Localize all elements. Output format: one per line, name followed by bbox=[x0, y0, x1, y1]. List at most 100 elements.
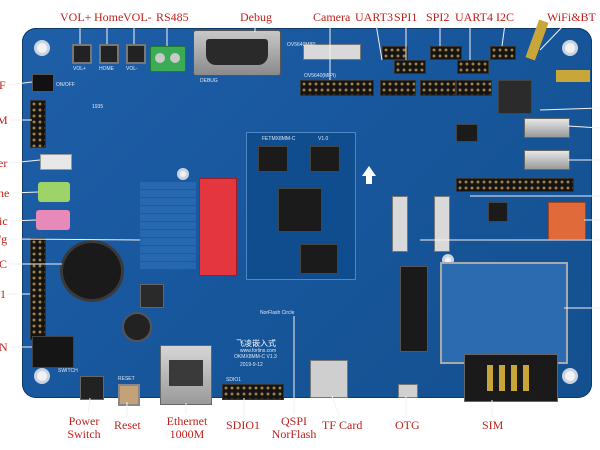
left-long-header[interactable] bbox=[30, 238, 46, 340]
debug-db9-connector[interactable] bbox=[193, 30, 281, 76]
sdio1-header[interactable] bbox=[222, 384, 284, 400]
label-left-ne: ne bbox=[0, 186, 10, 200]
usb-port-1[interactable] bbox=[524, 118, 570, 138]
right-long-header[interactable] bbox=[456, 178, 574, 192]
silk-board-date: 2019-9-12 bbox=[240, 362, 263, 368]
mount-hole-bl bbox=[34, 368, 50, 384]
silk-reset: RESET bbox=[118, 376, 135, 382]
ethernet-port[interactable] bbox=[160, 345, 212, 405]
label-power-switch-line1: Power bbox=[68, 414, 100, 428]
dip-switch[interactable] bbox=[199, 178, 237, 276]
silk-onoff: ON/OFF bbox=[56, 82, 75, 88]
inductor-2 bbox=[140, 284, 164, 308]
ann-line-tf bbox=[331, 395, 341, 419]
label-left-m: M bbox=[0, 113, 8, 127]
silk-num: 1935 bbox=[92, 104, 104, 110]
label-uart3: UART3 bbox=[355, 10, 393, 24]
mount-hole-br bbox=[562, 368, 578, 384]
label-spi1: SPI1 bbox=[394, 10, 418, 24]
sim-slot[interactable] bbox=[464, 354, 558, 402]
otg-port[interactable] bbox=[398, 384, 418, 398]
rs485-terminal[interactable] bbox=[150, 46, 186, 72]
mic-jack[interactable] bbox=[36, 210, 70, 230]
home-button[interactable] bbox=[99, 44, 119, 64]
rtc-battery bbox=[60, 240, 124, 302]
label-power-switch: Power Switch bbox=[64, 415, 104, 441]
spi1-header[interactable] bbox=[394, 60, 426, 74]
minipcie-socket[interactable] bbox=[440, 262, 568, 364]
silk-ov5640: OV5640MIPI bbox=[287, 42, 316, 48]
chip-right-1 bbox=[456, 124, 478, 142]
ram-chip-2 bbox=[310, 146, 340, 172]
label-vol-minus: VOL- bbox=[123, 10, 152, 24]
power-onoff-switch[interactable] bbox=[32, 74, 54, 92]
extra-header-2[interactable] bbox=[420, 80, 456, 96]
silk-vol-minus: VOL- bbox=[126, 66, 138, 72]
label-rs485: RS485 bbox=[156, 10, 189, 24]
label-spi2: SPI2 bbox=[426, 10, 450, 24]
uart3-header[interactable] bbox=[382, 46, 408, 60]
ann-line-power bbox=[87, 397, 91, 415]
sim-contacts bbox=[487, 365, 531, 391]
label-wifi-bt: WiFi&BT bbox=[547, 10, 596, 24]
label-tf-card: TF Card bbox=[322, 418, 363, 432]
label-qspi-line2: NorFlash bbox=[271, 427, 317, 441]
camera-connector[interactable] bbox=[303, 44, 361, 60]
speaker-connector[interactable] bbox=[40, 154, 72, 170]
headphone-jack[interactable] bbox=[38, 182, 70, 202]
silk-board-model: OKMX8MM-C V1.3 bbox=[234, 354, 277, 360]
label-otg: OTG bbox=[395, 418, 420, 432]
silk-sdio: SDIO1 bbox=[226, 377, 242, 383]
label-sdio1: SDIO1 bbox=[226, 418, 261, 432]
ram-chip-1 bbox=[258, 146, 288, 172]
spi2-header[interactable] bbox=[430, 46, 462, 60]
label-left-n: N bbox=[0, 340, 8, 354]
soc-chip bbox=[278, 188, 322, 232]
camera-header[interactable] bbox=[300, 80, 374, 96]
silk-switch: SWITCH bbox=[58, 368, 78, 374]
label-left-er: er bbox=[0, 156, 8, 170]
mount-hole-tr bbox=[562, 40, 578, 56]
label-camera: Camera bbox=[313, 10, 351, 24]
vol-plus-button[interactable] bbox=[72, 44, 92, 64]
chip-right-2 bbox=[488, 202, 508, 222]
up-arrow-stem bbox=[366, 176, 372, 184]
label-uart4: UART4 bbox=[455, 10, 493, 24]
vol-minus-button[interactable] bbox=[126, 44, 146, 64]
left-header-m[interactable] bbox=[30, 100, 46, 148]
extra-header-1[interactable] bbox=[380, 80, 416, 96]
minipcie-slot[interactable] bbox=[400, 266, 428, 352]
label-power-switch-line2: Switch bbox=[67, 427, 101, 441]
ethernet-socket bbox=[169, 360, 203, 386]
label-home: Home bbox=[94, 10, 124, 24]
silk-debug: DEBUG bbox=[200, 78, 218, 84]
uart4-header[interactable] bbox=[457, 60, 489, 74]
usb-port-2[interactable] bbox=[524, 150, 570, 170]
reset-button[interactable] bbox=[118, 384, 140, 406]
label-ethernet-line1: Ethernet bbox=[166, 414, 208, 428]
extra-header-3[interactable] bbox=[456, 80, 492, 96]
label-left-f: F bbox=[0, 78, 6, 92]
label-i2c: I2C bbox=[496, 10, 514, 24]
label-debug: Debug bbox=[240, 10, 272, 24]
fpc-connector-2[interactable] bbox=[434, 196, 450, 252]
label-ethernet: Ethernet 1000M bbox=[162, 415, 212, 441]
silk-som-rev: V1.0 bbox=[318, 136, 329, 142]
fpc-connector-1[interactable] bbox=[392, 196, 408, 252]
power-switch[interactable] bbox=[80, 376, 104, 400]
silk-vol-plus: VOL+ bbox=[73, 66, 86, 72]
db9-shell bbox=[206, 39, 268, 65]
terminal-screw-1 bbox=[155, 53, 165, 63]
i2c-header[interactable] bbox=[490, 46, 516, 60]
label-sim: SIM bbox=[482, 418, 504, 432]
hdmi-port[interactable] bbox=[548, 202, 586, 240]
label-left-1: 1 bbox=[0, 287, 6, 301]
label-vol-plus: VOL+ bbox=[60, 10, 92, 24]
silk-norflash: NorFlash Circle bbox=[260, 310, 295, 316]
tf-card-slot[interactable] bbox=[310, 360, 348, 398]
power-jack[interactable] bbox=[32, 336, 74, 368]
terminal-screw-2 bbox=[170, 53, 180, 63]
antenna-2[interactable] bbox=[556, 70, 590, 82]
silk-brand: 飞凌嵌入式 bbox=[236, 339, 276, 348]
label-left-ic: ic bbox=[0, 214, 8, 228]
